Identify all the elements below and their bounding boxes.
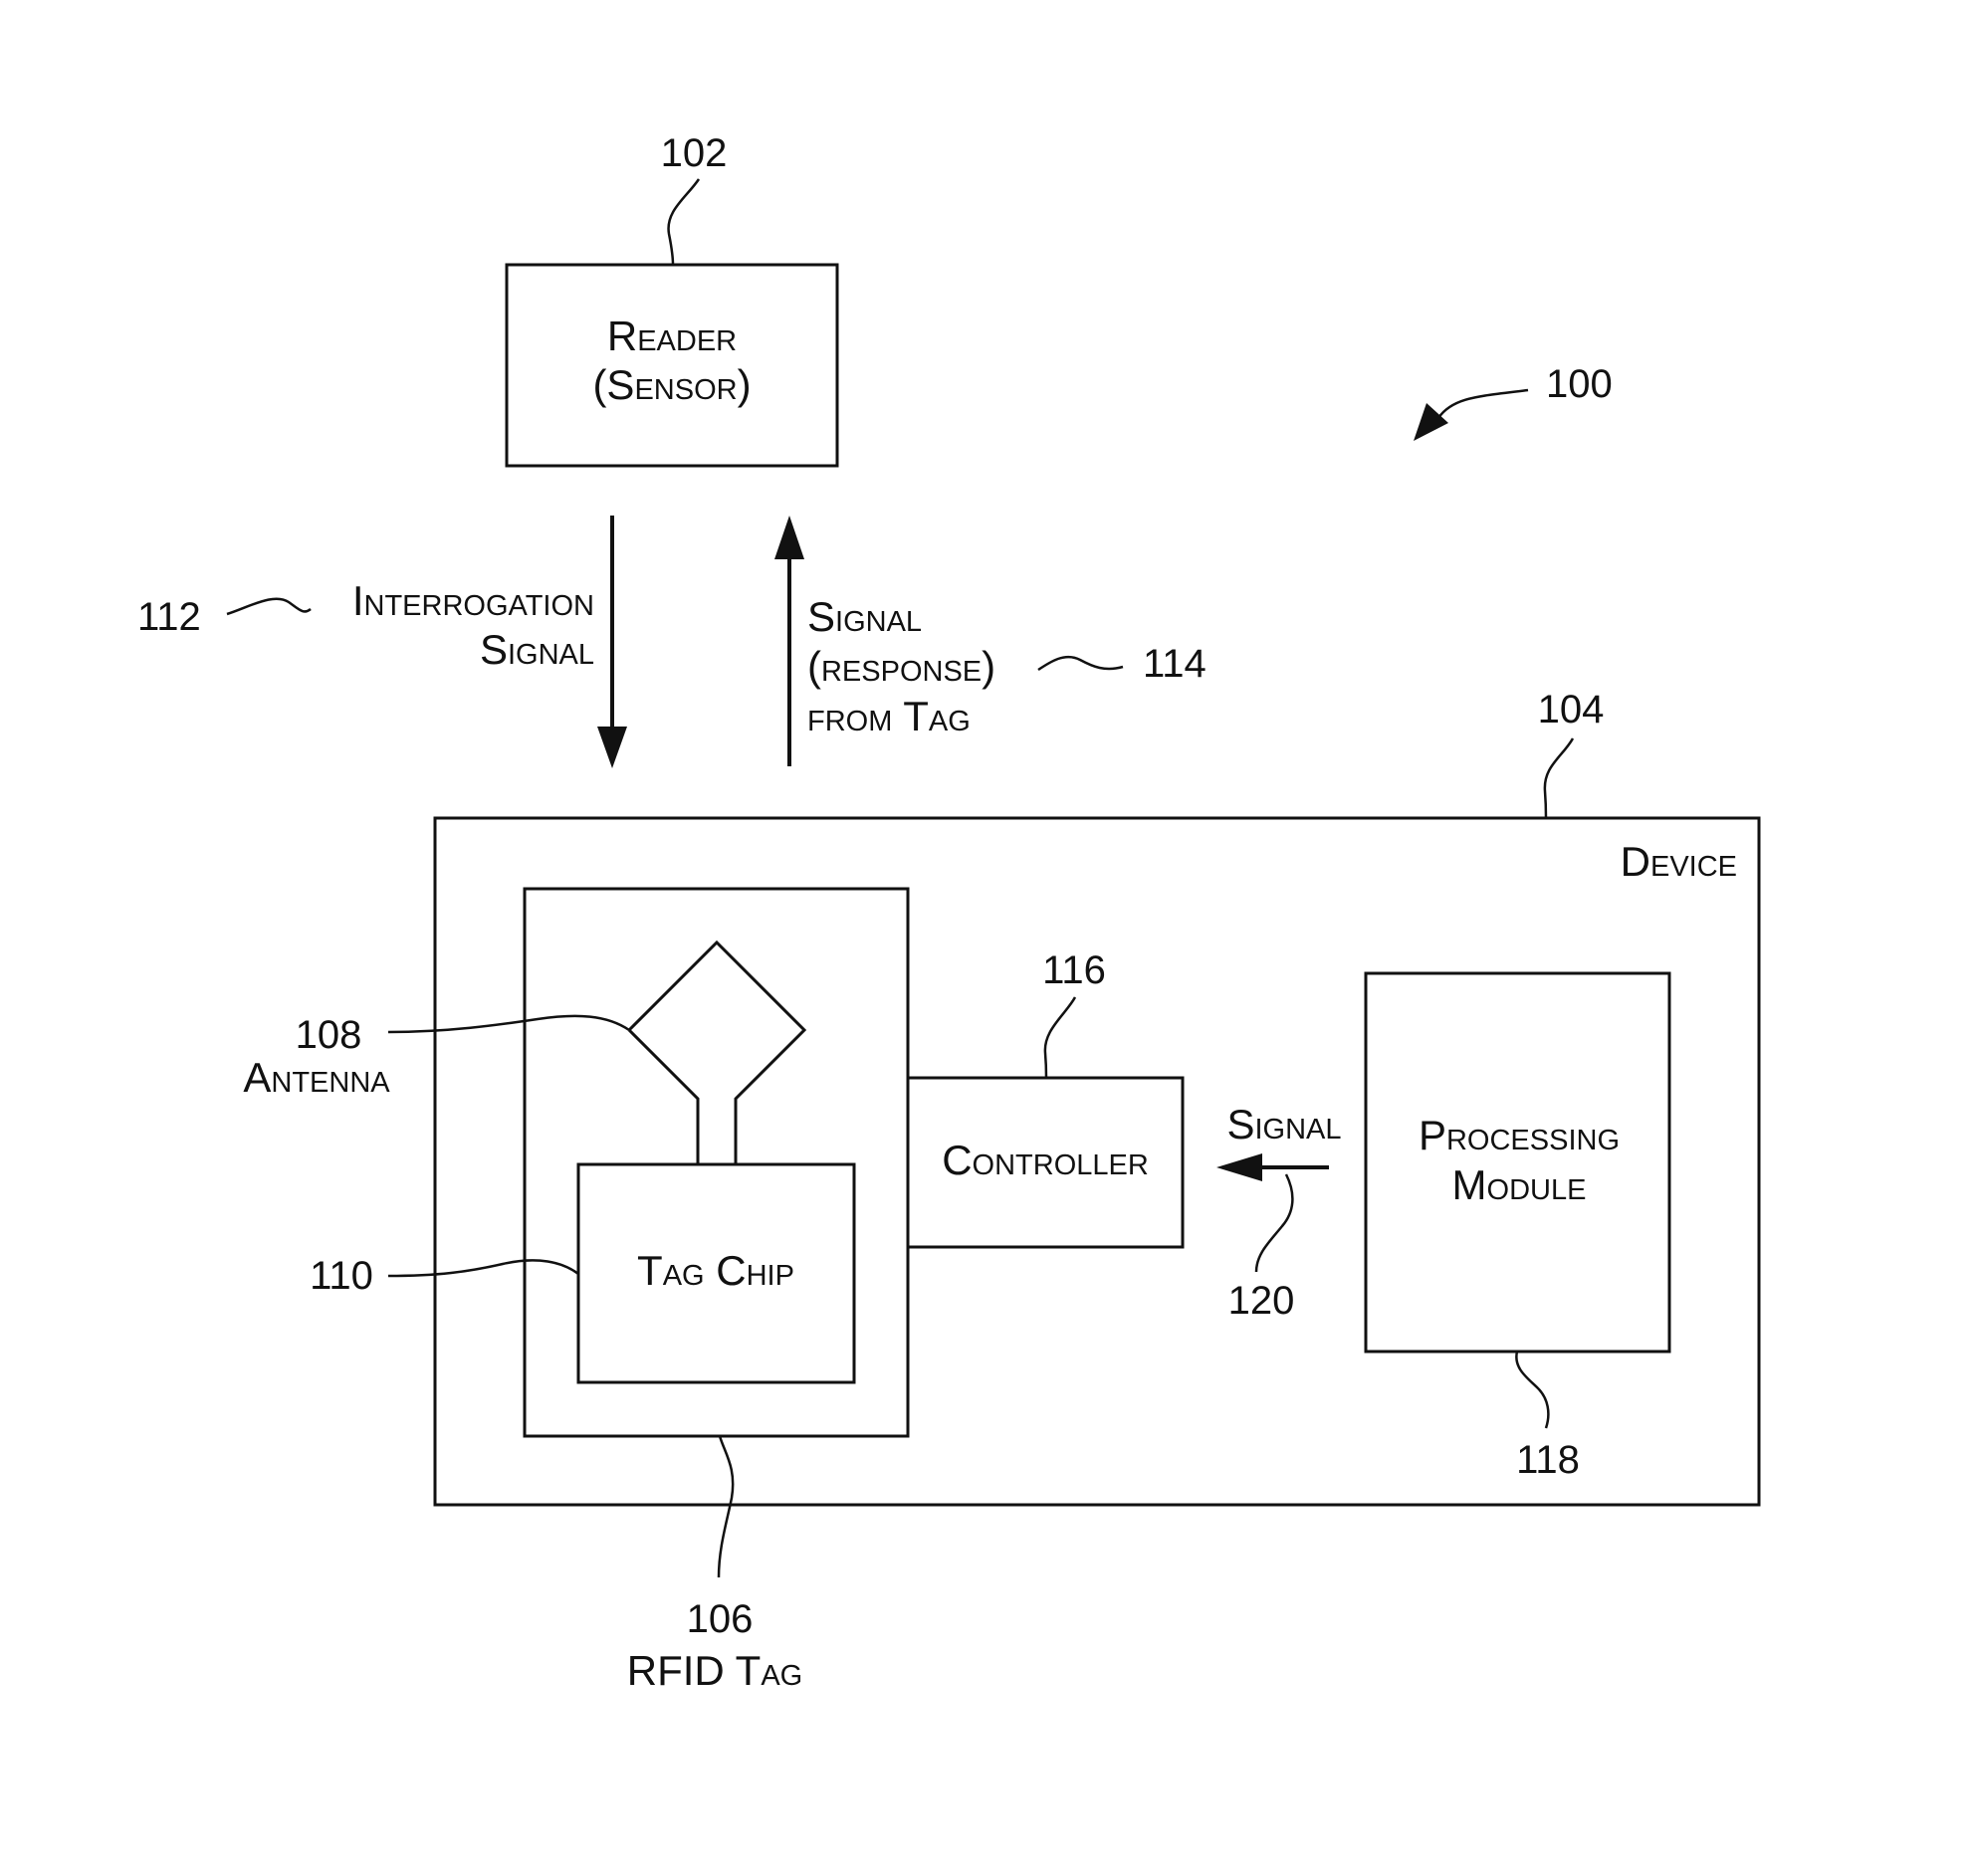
response-signal-group: Signal (response) from Tag 114 bbox=[774, 516, 1206, 766]
response-leader-line bbox=[1038, 657, 1123, 670]
interrogation-ref: 112 bbox=[137, 595, 201, 639]
antenna-ref: 108 bbox=[296, 1013, 362, 1057]
tag-chip-leader-line bbox=[388, 1260, 578, 1276]
controller-leader-line bbox=[1045, 997, 1075, 1078]
response-label-line1: Signal bbox=[807, 593, 922, 640]
device-leader-line bbox=[1545, 738, 1573, 818]
signal-label: Signal bbox=[1226, 1101, 1341, 1147]
response-arrowhead bbox=[774, 516, 804, 559]
figure-ref-arrowhead bbox=[1414, 403, 1448, 441]
processing-module-leader-line bbox=[1516, 1352, 1548, 1428]
reader-leader-line bbox=[669, 179, 699, 265]
antenna-shape bbox=[629, 942, 804, 1164]
interrogation-signal-group: 112 Interrogation Signal bbox=[137, 516, 627, 768]
controller-label: Controller bbox=[942, 1137, 1149, 1183]
signal-group: Signal 120 bbox=[1216, 1101, 1342, 1323]
signal-leader-line bbox=[1256, 1174, 1292, 1272]
response-ref: 114 bbox=[1143, 642, 1206, 686]
processing-module-label-line1: Processing bbox=[1419, 1112, 1620, 1158]
tag-chip-group: Tag Chip 110 bbox=[310, 1164, 854, 1382]
interrogation-label-line1: Interrogation bbox=[352, 577, 594, 624]
rfid-tag-ref: 106 bbox=[687, 1597, 754, 1641]
rfid-tag-label: RFID Tag bbox=[627, 1647, 802, 1694]
response-label-line3: from Tag bbox=[807, 693, 971, 739]
tag-chip-ref: 110 bbox=[310, 1254, 373, 1298]
processing-module-label-line2: Module bbox=[1452, 1161, 1587, 1208]
reader-label-line2: (Sensor) bbox=[592, 361, 751, 408]
antenna-leader-line bbox=[388, 1016, 629, 1032]
interrogation-label-line2: Signal bbox=[480, 626, 594, 673]
controller-ref: 116 bbox=[1042, 948, 1106, 992]
figure-ref-label: 100 bbox=[1546, 362, 1613, 406]
reader-group: 102 Reader (Sensor) bbox=[507, 131, 837, 466]
interrogation-arrowhead bbox=[597, 727, 627, 768]
rfid-tag-leader-line bbox=[719, 1436, 733, 1577]
interrogation-leader-line bbox=[227, 599, 311, 614]
rfid-tag-box bbox=[525, 889, 908, 1436]
signal-arrowhead bbox=[1216, 1153, 1262, 1181]
reader-ref: 102 bbox=[661, 131, 728, 175]
antenna-label: Antenna bbox=[243, 1054, 390, 1101]
device-ref: 104 bbox=[1538, 688, 1605, 731]
processing-module-group: Processing Module 118 bbox=[1366, 973, 1669, 1482]
signal-ref: 120 bbox=[1228, 1279, 1295, 1323]
reader-label-line1: Reader bbox=[607, 313, 737, 359]
processing-module-ref: 118 bbox=[1516, 1438, 1580, 1482]
device-label: Device bbox=[1621, 838, 1737, 885]
tag-chip-label: Tag Chip bbox=[637, 1247, 794, 1294]
controller-group: Controller 116 bbox=[908, 948, 1183, 1247]
figure-ref-arrow-line bbox=[1438, 390, 1528, 418]
response-label-line2: (response) bbox=[807, 643, 995, 690]
figure-ref-group: 100 bbox=[1414, 362, 1613, 441]
